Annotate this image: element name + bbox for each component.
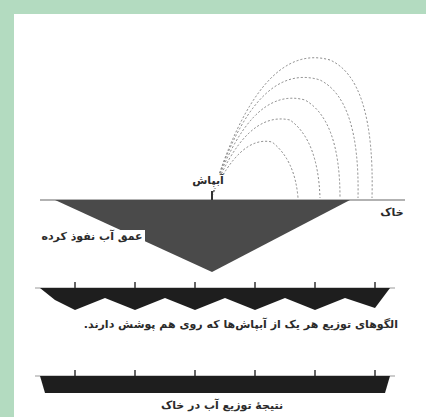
label-text: خاک [378, 206, 405, 220]
label-text: آبپاش [190, 174, 226, 188]
overlap-pattern [35, 282, 395, 310]
label-text: عمق آب نفوذ کرده [39, 230, 144, 244]
label-text: الگوهای توزیع هر یک از آبپاش‌ها که روی ه… [82, 318, 400, 332]
spray-arcs [212, 58, 372, 198]
sprinkler-symbol [211, 191, 213, 200]
label-text: نتیجهٔ توزیع آب در خاک [159, 399, 285, 413]
result-band [35, 370, 395, 393]
